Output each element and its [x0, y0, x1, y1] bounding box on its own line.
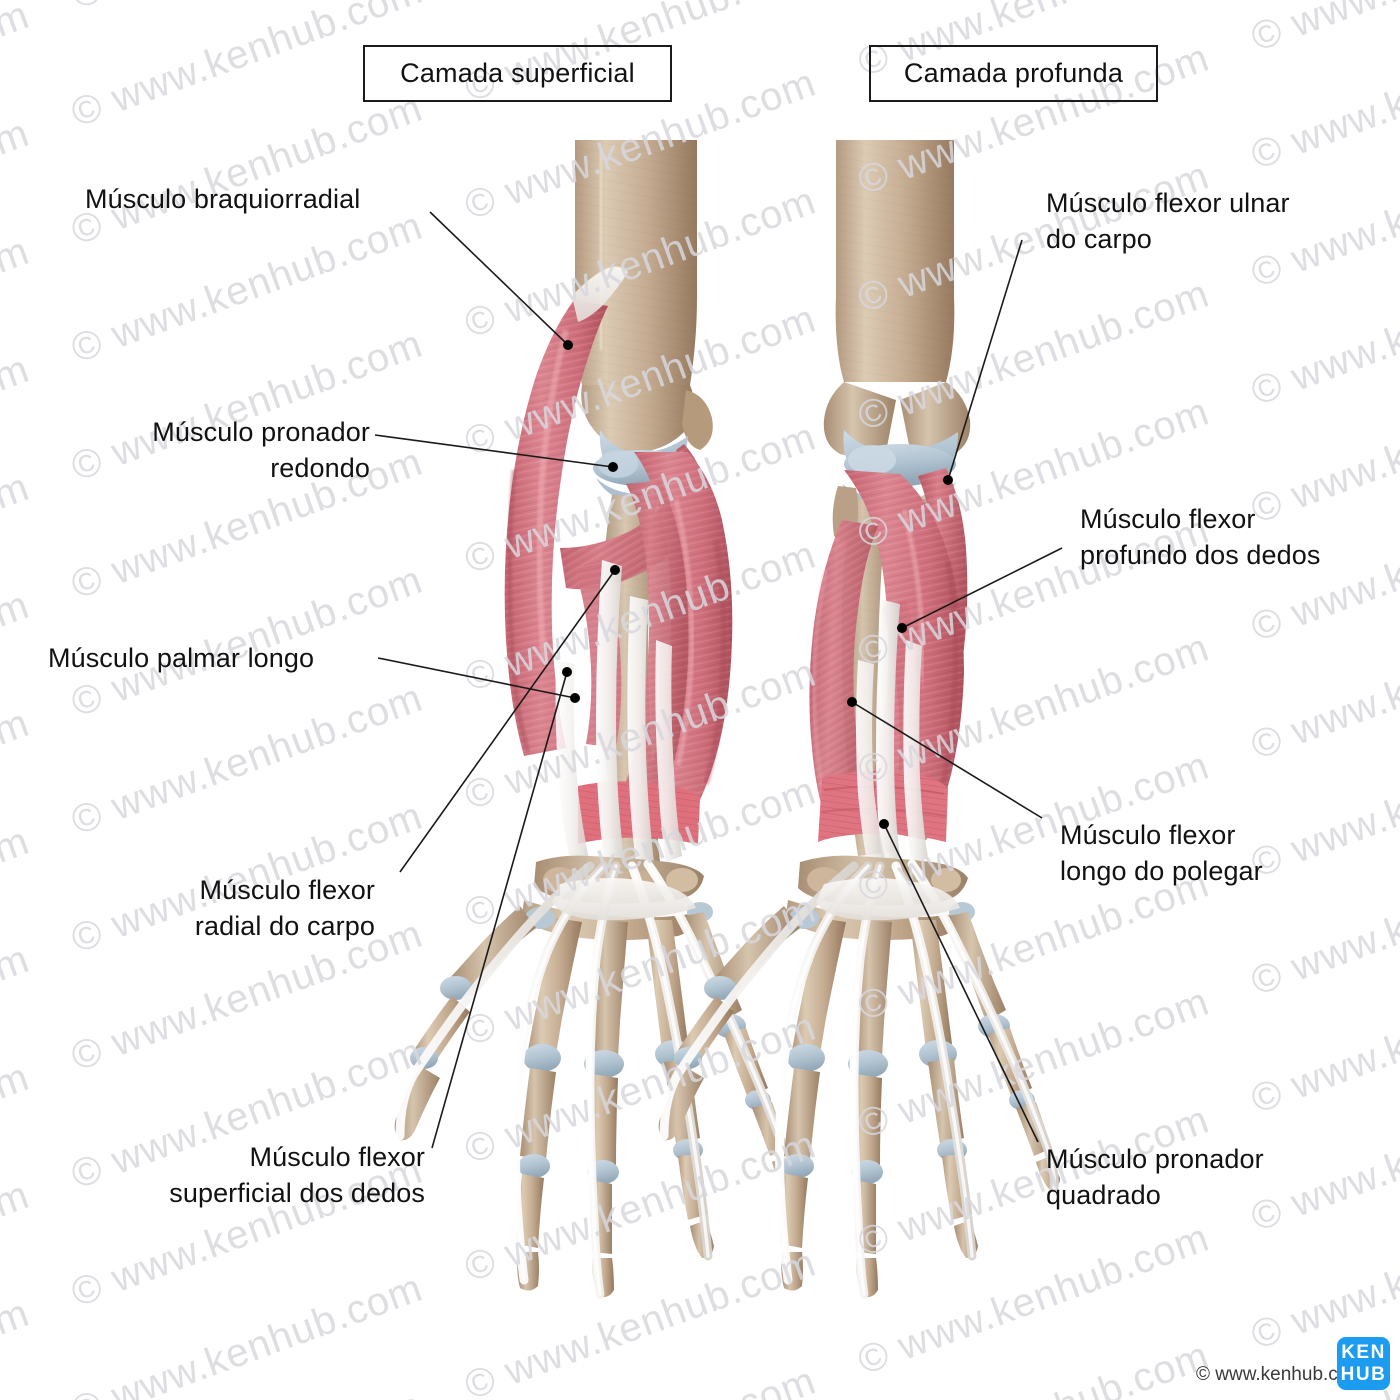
- kenhub-logo[interactable]: KEN HUB: [1337, 1337, 1390, 1390]
- leader-pronador-redondo: [374, 434, 614, 468]
- panel-title-profunda: Camada profunda: [869, 45, 1158, 102]
- leader-flexor-ulnar-carpo: [947, 239, 1023, 481]
- kenhub-logo-line1: KEN: [1341, 1342, 1386, 1364]
- panel-title-superficial-text: Camada superficial: [400, 58, 635, 88]
- leader-pronador-quadrado: [883, 823, 1039, 1143]
- leader-flexor-superficial-dedos: [431, 671, 568, 1149]
- leader-palmar-longo: [377, 657, 576, 699]
- tendons-forearm-right: [856, 600, 928, 868]
- leader-flexor-profundo-dedos: [901, 547, 1063, 629]
- forearm-superficial: [394, 140, 796, 1299]
- label-flexor-profundo-dedos: Músculo flexor profundo dos dedos: [1080, 504, 1321, 570]
- label-pronador-redondo: Músculo pronador redondo: [152, 417, 370, 483]
- muscle-brachioradialis: [504, 266, 628, 756]
- label-palmar-longo: Músculo palmar longo: [48, 643, 315, 673]
- leader-braquiorradial: [429, 211, 569, 346]
- label-flexor-longo-polegar: Músculo flexor longo do polegar: [1060, 820, 1263, 886]
- leader-flexor-longo-polegar: [851, 701, 1043, 819]
- tendons-forearm-left: [555, 560, 682, 868]
- label-flexor-ulnar-carpo: Músculo flexor ulnar do carpo: [1046, 188, 1290, 254]
- kenhub-logo-line2: HUB: [1340, 1363, 1387, 1385]
- copyright-text: © www.kenhub.com: [1196, 1364, 1365, 1385]
- label-pronador-quadrado: Músculo pronador quadrado: [1046, 1144, 1264, 1210]
- panel-title-profunda-text: Camada profunda: [903, 58, 1124, 88]
- panel-title-superficial: Camada superficial: [363, 45, 672, 102]
- finger-tendons-left: [395, 859, 795, 1299]
- label-flexor-superficial-dedos: Músculo flexor superficial dos dedos: [169, 1142, 425, 1208]
- leader-flexor-radial-carpo: [399, 569, 616, 873]
- forearm-deep: [658, 140, 1060, 1299]
- label-flexor-radial-carpo: Músculo flexor radial do carpo: [194, 875, 375, 941]
- label-braquiorradial: Músculo braquiorradial: [85, 184, 361, 214]
- finger-tendons-right: [659, 859, 1059, 1299]
- leader-endpoints: [562, 340, 953, 829]
